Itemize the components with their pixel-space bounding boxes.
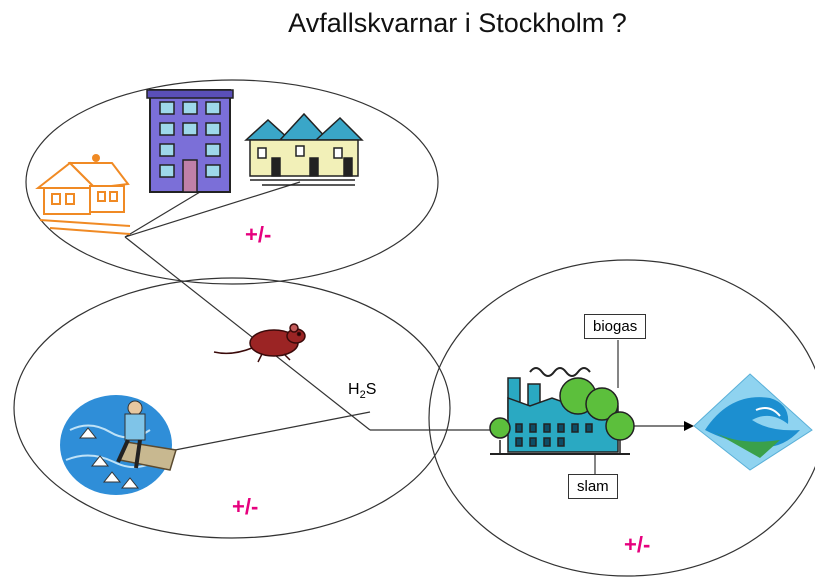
connector-lines [124,181,686,475]
sea-wave-icon [693,373,813,471]
arrow-head [684,421,694,431]
rat-icon [213,323,306,363]
treatment-plant-icon [489,367,635,455]
treatment-ellipse [428,259,815,577]
sludge-label: slam [568,474,618,499]
biogas-label: biogas [584,314,647,339]
sewer-impact-label: +/- [232,494,259,519]
page-title: Avfallskvarnar i Stockholm ? [288,8,627,38]
sewer-ellipse [13,277,451,539]
house-icon [35,154,131,235]
apartment-building-icon [146,89,234,193]
treatment-impact-label: +/- [624,532,651,557]
row-houses-icon [244,112,364,186]
h2s-element: H [348,381,360,398]
households-impact-label: +/- [245,222,272,247]
households-ellipse [25,79,439,285]
h2s-label: H2S [348,381,376,401]
h2s-tail: S [365,381,377,398]
man-on-dock-icon [60,395,177,495]
h2s-subscript: 2 [359,389,366,402]
